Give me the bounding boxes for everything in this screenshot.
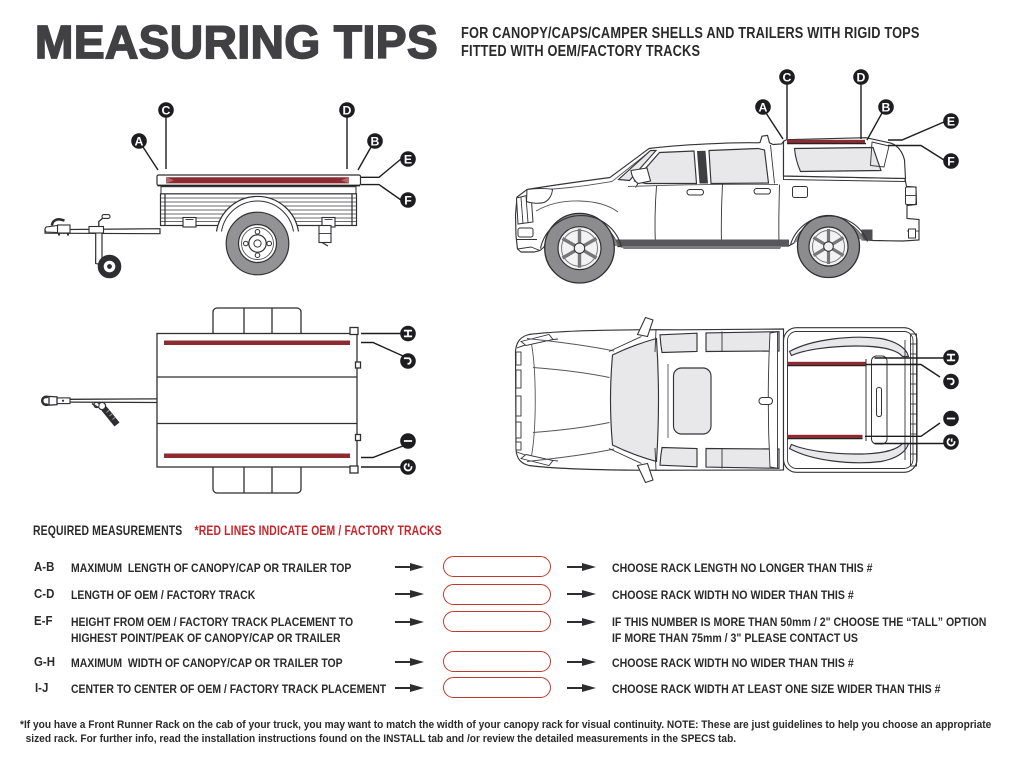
svg-text:D: D bbox=[343, 103, 352, 117]
svg-text:E: E bbox=[404, 152, 412, 166]
svg-text:C: C bbox=[783, 70, 792, 84]
svg-text:B: B bbox=[882, 100, 891, 114]
svg-text:C: C bbox=[162, 103, 171, 117]
svg-text:F: F bbox=[404, 193, 412, 207]
svg-text:F: F bbox=[947, 154, 955, 168]
svg-text:D: D bbox=[857, 70, 866, 84]
svg-text:E: E bbox=[947, 114, 955, 128]
svg-text:A: A bbox=[135, 134, 144, 148]
svg-text:A: A bbox=[759, 100, 768, 114]
svg-text:B: B bbox=[371, 134, 380, 148]
